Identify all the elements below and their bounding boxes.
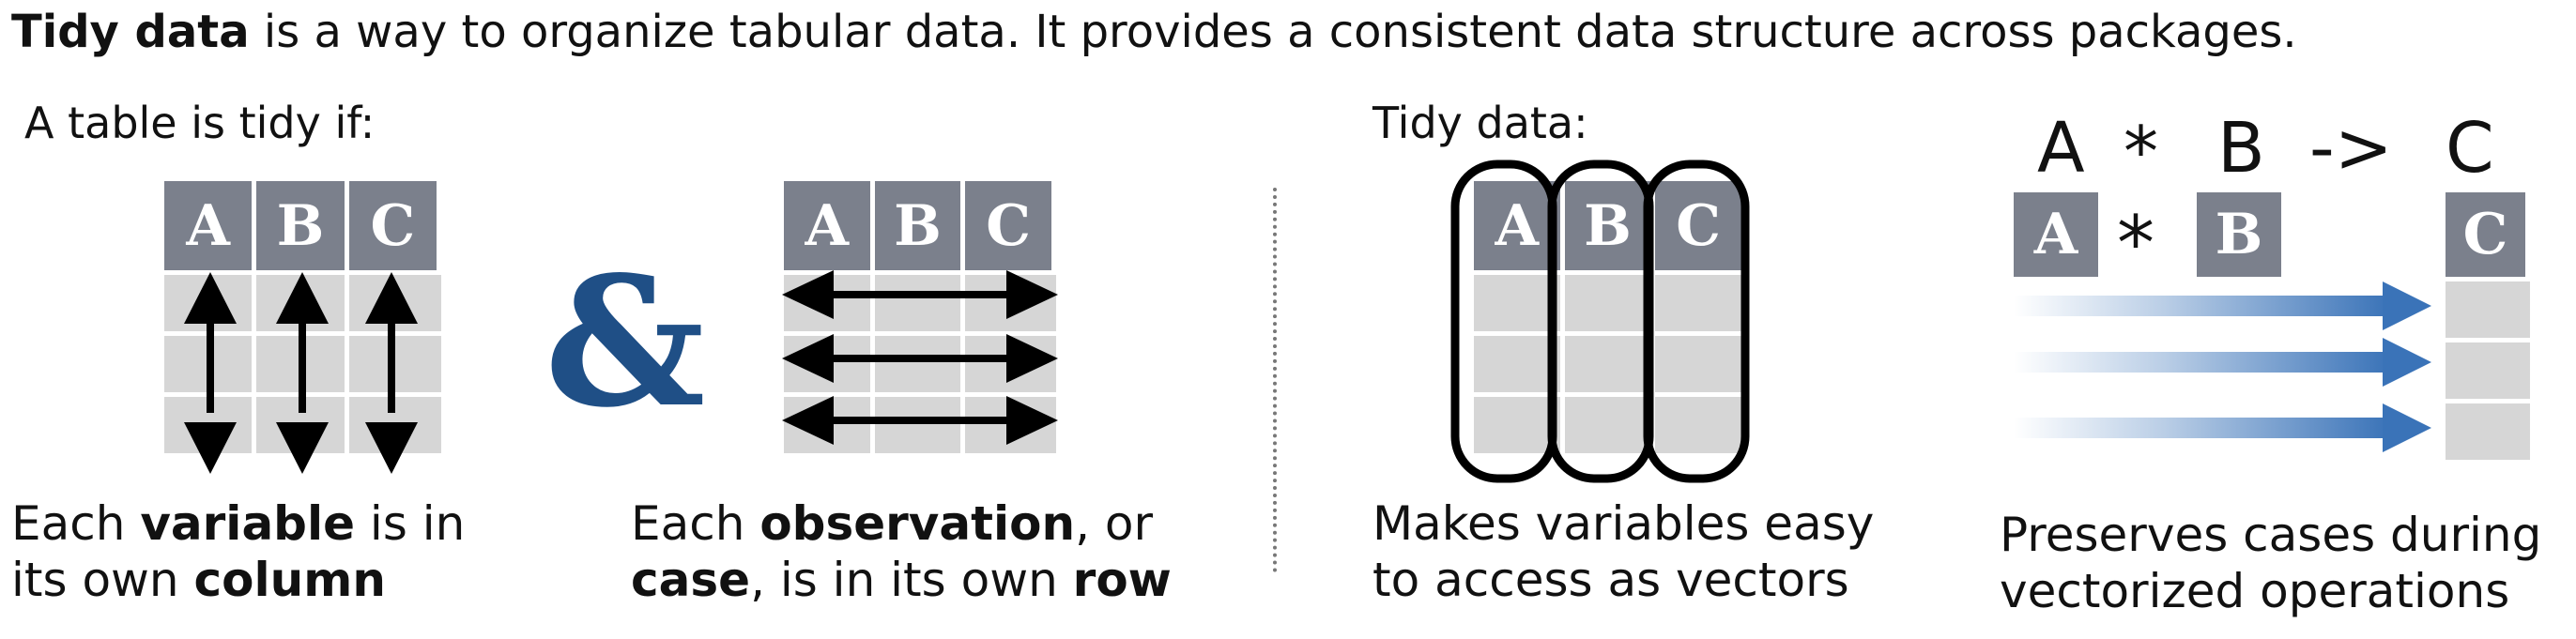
tidy-table-vectors: A B C bbox=[1474, 181, 1746, 453]
right-subtitle: Tidy data: bbox=[1372, 98, 1588, 148]
formula-a: A bbox=[2037, 108, 2085, 189]
caption-text: Preserves cases during bbox=[2000, 508, 2542, 562]
table-cell bbox=[874, 270, 966, 331]
title-bold: Tidy data bbox=[11, 6, 250, 58]
caption-vectors: Makes variables easy to access as vector… bbox=[1372, 495, 1874, 608]
table-header-b: B bbox=[874, 181, 966, 270]
table-header-b: B bbox=[1564, 181, 1656, 270]
table-header-c: C bbox=[965, 181, 1056, 270]
table-cell bbox=[965, 270, 1056, 331]
caption-text: is in bbox=[355, 496, 466, 551]
tidy-table-columns: A B C bbox=[164, 181, 441, 453]
caption-text: vectorized operations bbox=[2000, 564, 2510, 618]
vectorized-arrows bbox=[2014, 281, 2431, 452]
caption-bold: column bbox=[193, 553, 386, 607]
table-cell bbox=[1564, 270, 1656, 331]
caption-bold: variable bbox=[140, 496, 356, 551]
caption-bold: row bbox=[1072, 553, 1172, 607]
caption-text: , is in its own bbox=[750, 553, 1073, 607]
table-cell bbox=[1564, 331, 1656, 392]
section-divider bbox=[1273, 188, 1277, 572]
table-cell bbox=[1655, 392, 1746, 453]
op-header-c: C bbox=[2446, 192, 2530, 277]
table-header-a: A bbox=[784, 181, 875, 270]
table-cell bbox=[348, 270, 441, 331]
caption-vectorized: Preserves cases during vectorized operat… bbox=[2000, 507, 2541, 619]
table-cell bbox=[1655, 270, 1746, 331]
table-cell bbox=[256, 270, 349, 331]
table-cell bbox=[784, 392, 875, 453]
vector-b: B bbox=[2197, 192, 2281, 277]
table-cell bbox=[874, 392, 966, 453]
caption-bold: observation bbox=[759, 496, 1076, 551]
table-cell bbox=[164, 331, 257, 392]
table-cell bbox=[256, 331, 349, 392]
ampersand-symbol: & bbox=[544, 237, 706, 447]
table-cell bbox=[256, 392, 349, 453]
op-star: * bbox=[2117, 200, 2154, 287]
table-cell bbox=[1474, 392, 1565, 453]
table-cell bbox=[1474, 270, 1565, 331]
blue-arrow-1 bbox=[2014, 281, 2431, 330]
page-title: Tidy data is a way to organize tabular d… bbox=[11, 6, 2297, 58]
table-cell bbox=[1564, 392, 1656, 453]
table-cell bbox=[965, 392, 1056, 453]
table-cell bbox=[348, 331, 441, 392]
caption-variable-column: Each variable is in its own column bbox=[11, 495, 465, 608]
table-header-b: B bbox=[256, 181, 349, 270]
formula-arrow: -> bbox=[2309, 108, 2393, 189]
caption-observation-row: Each observation, or case, is in its own… bbox=[631, 495, 1172, 608]
table-cell bbox=[348, 392, 441, 453]
caption-bold: case bbox=[631, 553, 751, 607]
vector-c: C bbox=[2446, 192, 2530, 460]
formula-c: C bbox=[2446, 108, 2494, 189]
table-cell bbox=[1474, 331, 1565, 392]
table-cell bbox=[2446, 338, 2530, 399]
formula-star: * bbox=[2124, 112, 2158, 192]
table-cell bbox=[164, 392, 257, 453]
op-header-a: A bbox=[2014, 192, 2098, 277]
table-cell bbox=[784, 270, 875, 331]
title-rest: is a way to organize tabular data. It pr… bbox=[249, 6, 2297, 58]
table-cell bbox=[965, 331, 1056, 392]
blue-arrow-3 bbox=[2014, 403, 2431, 452]
table-cell bbox=[874, 331, 966, 392]
left-subtitle: A table is tidy if: bbox=[24, 98, 376, 148]
formula-b: B bbox=[2217, 108, 2265, 189]
table-header-a: A bbox=[1474, 181, 1565, 270]
table-cell bbox=[784, 331, 875, 392]
op-header-b: B bbox=[2197, 192, 2281, 277]
tidy-table-rows: A B C bbox=[784, 181, 1056, 453]
table-header-c: C bbox=[1655, 181, 1746, 270]
caption-text: , or bbox=[1075, 496, 1154, 551]
caption-text: its own bbox=[11, 553, 194, 607]
table-cell bbox=[2446, 277, 2530, 338]
vector-a: A bbox=[2014, 192, 2098, 277]
table-header-c: C bbox=[348, 181, 441, 270]
caption-text: to access as vectors bbox=[1372, 553, 1849, 607]
table-cell bbox=[164, 270, 257, 331]
table-cell bbox=[2446, 399, 2530, 460]
table-cell bbox=[1655, 331, 1746, 392]
caption-text: Each bbox=[631, 496, 760, 551]
caption-text: Each bbox=[11, 496, 141, 551]
blue-arrow-2 bbox=[2014, 338, 2431, 387]
table-header-a: A bbox=[164, 181, 257, 270]
caption-text: Makes variables easy bbox=[1372, 496, 1875, 551]
